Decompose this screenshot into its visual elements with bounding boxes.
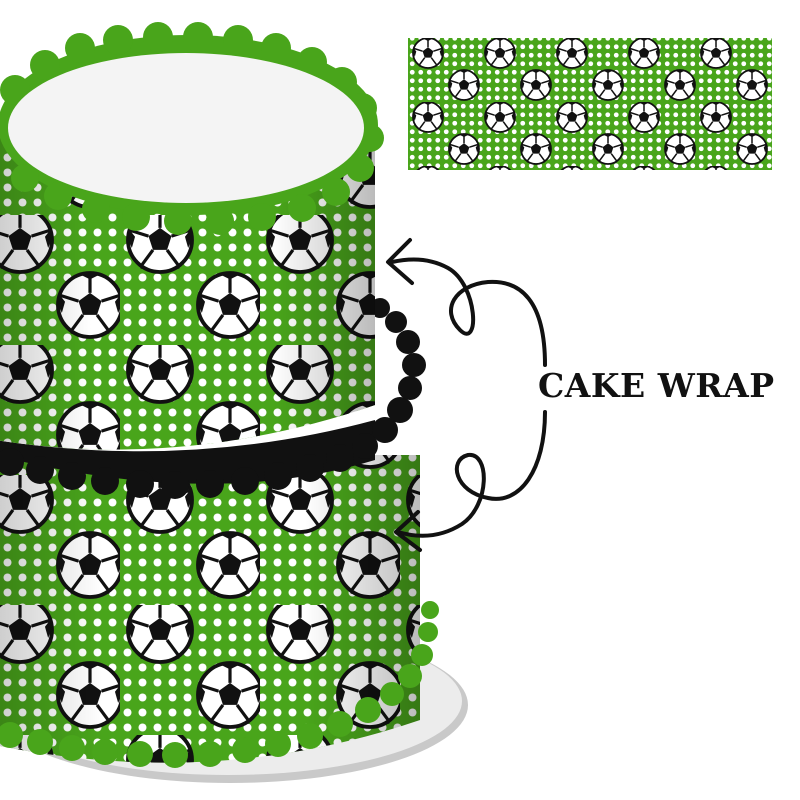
upper-tier xyxy=(0,22,384,450)
curly-arrow-icon xyxy=(386,238,547,552)
flat-wrap-sample xyxy=(408,38,772,170)
lower-tier xyxy=(0,298,439,768)
cake-wrap-label: CAKE WRAP xyxy=(538,366,775,405)
bottom-green-border xyxy=(0,601,439,768)
upper-tier-top xyxy=(0,22,384,235)
black-border xyxy=(0,298,426,499)
